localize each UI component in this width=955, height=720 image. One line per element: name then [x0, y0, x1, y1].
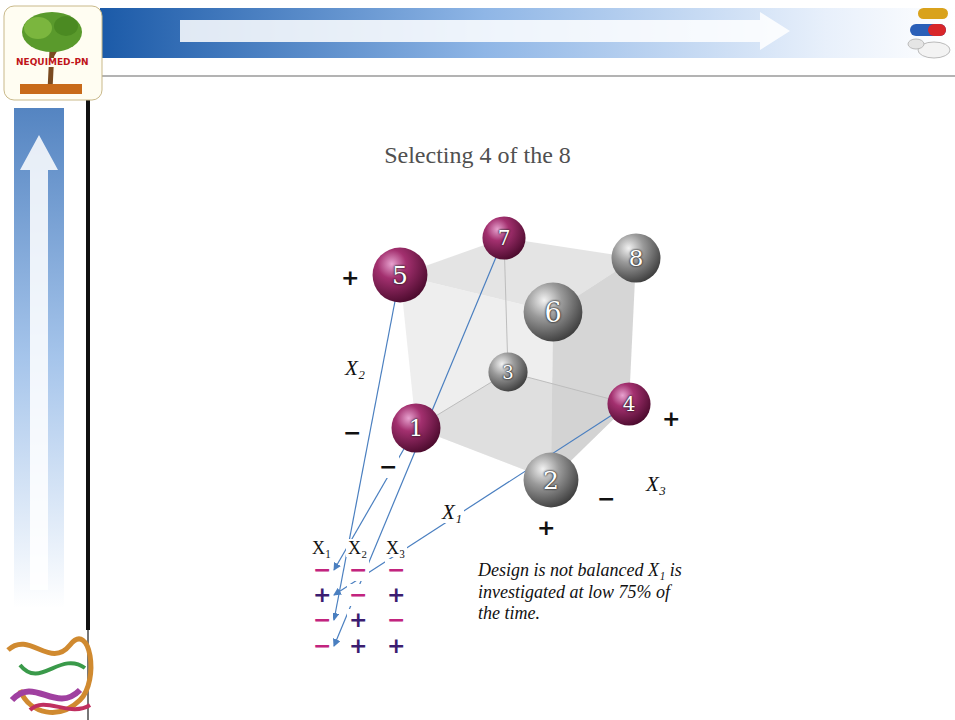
- table-cell: +: [311, 584, 333, 606]
- table-header: X₂: [346, 539, 369, 557]
- slide-title: Selecting 4 of the 8: [0, 142, 955, 169]
- design-point-sphere: 6: [523, 282, 583, 342]
- design-point-sphere: 1: [391, 403, 441, 453]
- table-cell: −: [347, 559, 369, 581]
- table-cell: −: [385, 559, 407, 581]
- level-sign: −: [377, 456, 399, 478]
- table-cell: +: [347, 609, 369, 631]
- level-sign: +: [660, 408, 682, 430]
- design-point-sphere: 4: [607, 382, 651, 426]
- table-cell: −: [311, 635, 333, 657]
- table-header: X₃: [384, 539, 407, 557]
- run-number: 7: [482, 216, 526, 260]
- table-header: X₁: [310, 539, 333, 557]
- run-number: 8: [611, 233, 661, 283]
- axis-label: X₃: [644, 474, 668, 495]
- run-number: 1: [391, 403, 441, 453]
- run-number: 2: [523, 452, 579, 508]
- note-text: Design is not balanced X₁ is investigate…: [476, 560, 685, 625]
- level-sign: +: [535, 517, 557, 539]
- run-number: 5: [372, 247, 428, 303]
- design-point-sphere: 7: [482, 216, 526, 260]
- design-point-sphere: 2: [523, 452, 579, 508]
- level-sign: −: [341, 422, 363, 444]
- table-cell: −: [311, 559, 333, 581]
- level-sign: +: [339, 267, 361, 289]
- axis-label: X₁: [440, 502, 464, 523]
- logo-text: NEQUIMED-PN: [14, 58, 91, 67]
- design-point-sphere: 5: [372, 247, 428, 303]
- design-point-sphere: 3: [488, 352, 528, 392]
- axis-label: X₂: [343, 358, 367, 379]
- design-point-sphere: 8: [611, 233, 661, 283]
- table-cell: −: [385, 609, 407, 631]
- table-cell: +: [385, 635, 407, 657]
- table-cell: +: [385, 584, 407, 606]
- table-cell: −: [347, 584, 369, 606]
- table-cell: −: [311, 609, 333, 631]
- run-number: 3: [488, 352, 528, 392]
- level-sign: −: [595, 488, 617, 510]
- table-cell: +: [347, 635, 369, 657]
- run-number: 4: [607, 382, 651, 426]
- run-number: 6: [523, 282, 583, 342]
